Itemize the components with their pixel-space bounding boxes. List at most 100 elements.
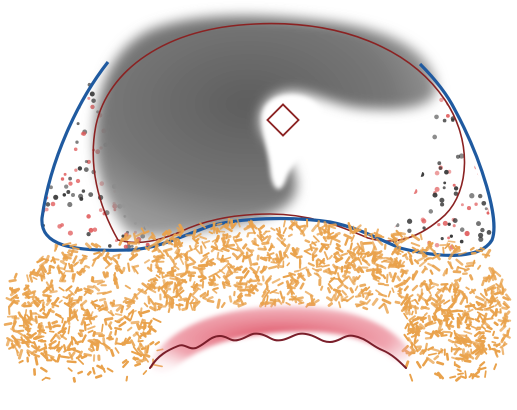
speckle-stroke bbox=[328, 288, 330, 292]
speckle-stroke bbox=[68, 361, 76, 362]
stipple-dot bbox=[412, 189, 417, 194]
speckle-stroke bbox=[169, 309, 170, 312]
speckle-stroke bbox=[457, 378, 460, 381]
speckle-stroke bbox=[486, 331, 491, 332]
speckle-stroke bbox=[166, 251, 169, 256]
speckle-stroke bbox=[367, 270, 371, 271]
speckle-stroke bbox=[94, 332, 95, 335]
stipple-dot bbox=[86, 214, 90, 218]
stipple-dot bbox=[405, 163, 408, 166]
speckle-stroke bbox=[63, 243, 70, 245]
speckle-stroke bbox=[234, 303, 239, 304]
stipple-dot bbox=[406, 179, 410, 183]
speckle-stroke bbox=[477, 302, 479, 305]
speckle-stroke bbox=[361, 243, 363, 251]
speckle-stroke bbox=[322, 265, 329, 267]
stipple-dot bbox=[410, 133, 414, 137]
speckle-stroke bbox=[286, 255, 288, 258]
speckle-stroke bbox=[466, 305, 474, 306]
stipple-dot bbox=[429, 209, 433, 213]
speckle-stroke bbox=[149, 297, 150, 303]
speckle-stroke bbox=[60, 301, 62, 303]
speckle-stroke bbox=[38, 259, 43, 262]
speckle-stroke bbox=[26, 293, 29, 294]
speckle-stroke bbox=[447, 269, 448, 273]
speckle-stroke bbox=[61, 357, 69, 358]
speckle-stroke bbox=[412, 235, 418, 239]
speckle-stroke bbox=[100, 299, 105, 300]
speckle-stroke bbox=[164, 249, 171, 251]
speckle-stroke bbox=[458, 373, 463, 374]
speckle-stroke bbox=[396, 302, 399, 303]
speckle-stroke bbox=[44, 288, 48, 292]
speckle-stroke bbox=[194, 267, 201, 269]
speckle-stroke bbox=[59, 268, 64, 269]
speckle-stroke bbox=[87, 310, 89, 314]
speckle-stroke bbox=[387, 275, 388, 282]
speckle-stroke bbox=[502, 348, 503, 354]
speckle-stroke bbox=[261, 226, 264, 228]
speckle-stroke bbox=[55, 298, 58, 302]
speckle-stroke bbox=[127, 377, 128, 381]
speckle-stroke bbox=[390, 273, 392, 277]
speckle-stroke bbox=[245, 227, 250, 230]
stipple-dot bbox=[387, 224, 390, 227]
speckle-stroke bbox=[106, 319, 112, 320]
speckle-stroke bbox=[226, 245, 234, 246]
speckle-stroke bbox=[284, 221, 285, 227]
speckle-stroke bbox=[313, 226, 317, 231]
stipple-dot bbox=[467, 206, 471, 210]
speckle-stroke bbox=[191, 304, 193, 310]
speckle-stroke bbox=[383, 276, 385, 279]
speckle-stroke bbox=[438, 362, 443, 364]
stipple-dot bbox=[445, 84, 448, 87]
speckle-stroke bbox=[187, 301, 188, 308]
speckle-stroke bbox=[434, 314, 436, 318]
speckle-stroke bbox=[74, 378, 75, 381]
speckle-stroke bbox=[439, 375, 440, 378]
speckle-stroke bbox=[421, 234, 422, 239]
speckle-stroke bbox=[359, 292, 362, 295]
stipple-dot bbox=[377, 162, 381, 166]
speckle-stroke bbox=[94, 281, 102, 282]
stipple-dot bbox=[442, 83, 447, 88]
speckle-stroke bbox=[113, 305, 120, 306]
stipple-dot bbox=[440, 202, 444, 206]
speckle-stroke bbox=[115, 321, 119, 322]
stipple-dot bbox=[395, 223, 399, 227]
speckle-stroke bbox=[125, 235, 127, 238]
stipple-dot bbox=[89, 228, 94, 233]
stipple-dot bbox=[487, 94, 491, 98]
speckle-stroke bbox=[317, 274, 321, 279]
speckle-stroke bbox=[500, 280, 502, 286]
speckle-stroke bbox=[295, 271, 298, 272]
speckle-stroke bbox=[94, 286, 99, 290]
speckle-stroke bbox=[330, 256, 332, 259]
speckle-stroke bbox=[269, 303, 274, 304]
speckle-stroke bbox=[225, 225, 228, 226]
speckle-stroke bbox=[81, 305, 82, 309]
speckle-stroke bbox=[372, 270, 373, 275]
stipple-dot bbox=[81, 83, 85, 87]
stipple-dot bbox=[384, 148, 389, 153]
speckle-stroke bbox=[230, 297, 231, 302]
speckle-stroke bbox=[125, 317, 130, 321]
stipple-dot bbox=[477, 141, 482, 146]
speckle-stroke bbox=[50, 266, 53, 267]
speckle-stroke bbox=[139, 312, 141, 316]
speckle-stroke bbox=[153, 319, 160, 322]
speckle-stroke bbox=[351, 289, 353, 292]
stipple-dot bbox=[108, 244, 112, 248]
stipple-dot bbox=[45, 208, 49, 212]
speckle-stroke bbox=[313, 248, 317, 250]
speckle-stroke bbox=[265, 302, 266, 307]
speckle-stroke bbox=[177, 274, 184, 275]
stipple-dot bbox=[74, 148, 78, 152]
speckle-stroke bbox=[448, 325, 450, 328]
stipple-dot bbox=[378, 195, 381, 198]
speckle-stroke bbox=[423, 359, 427, 365]
speckle-stroke bbox=[104, 273, 105, 277]
stipple-dot bbox=[470, 75, 473, 78]
speckle-stroke bbox=[217, 224, 221, 225]
speckle-stroke bbox=[477, 309, 482, 310]
